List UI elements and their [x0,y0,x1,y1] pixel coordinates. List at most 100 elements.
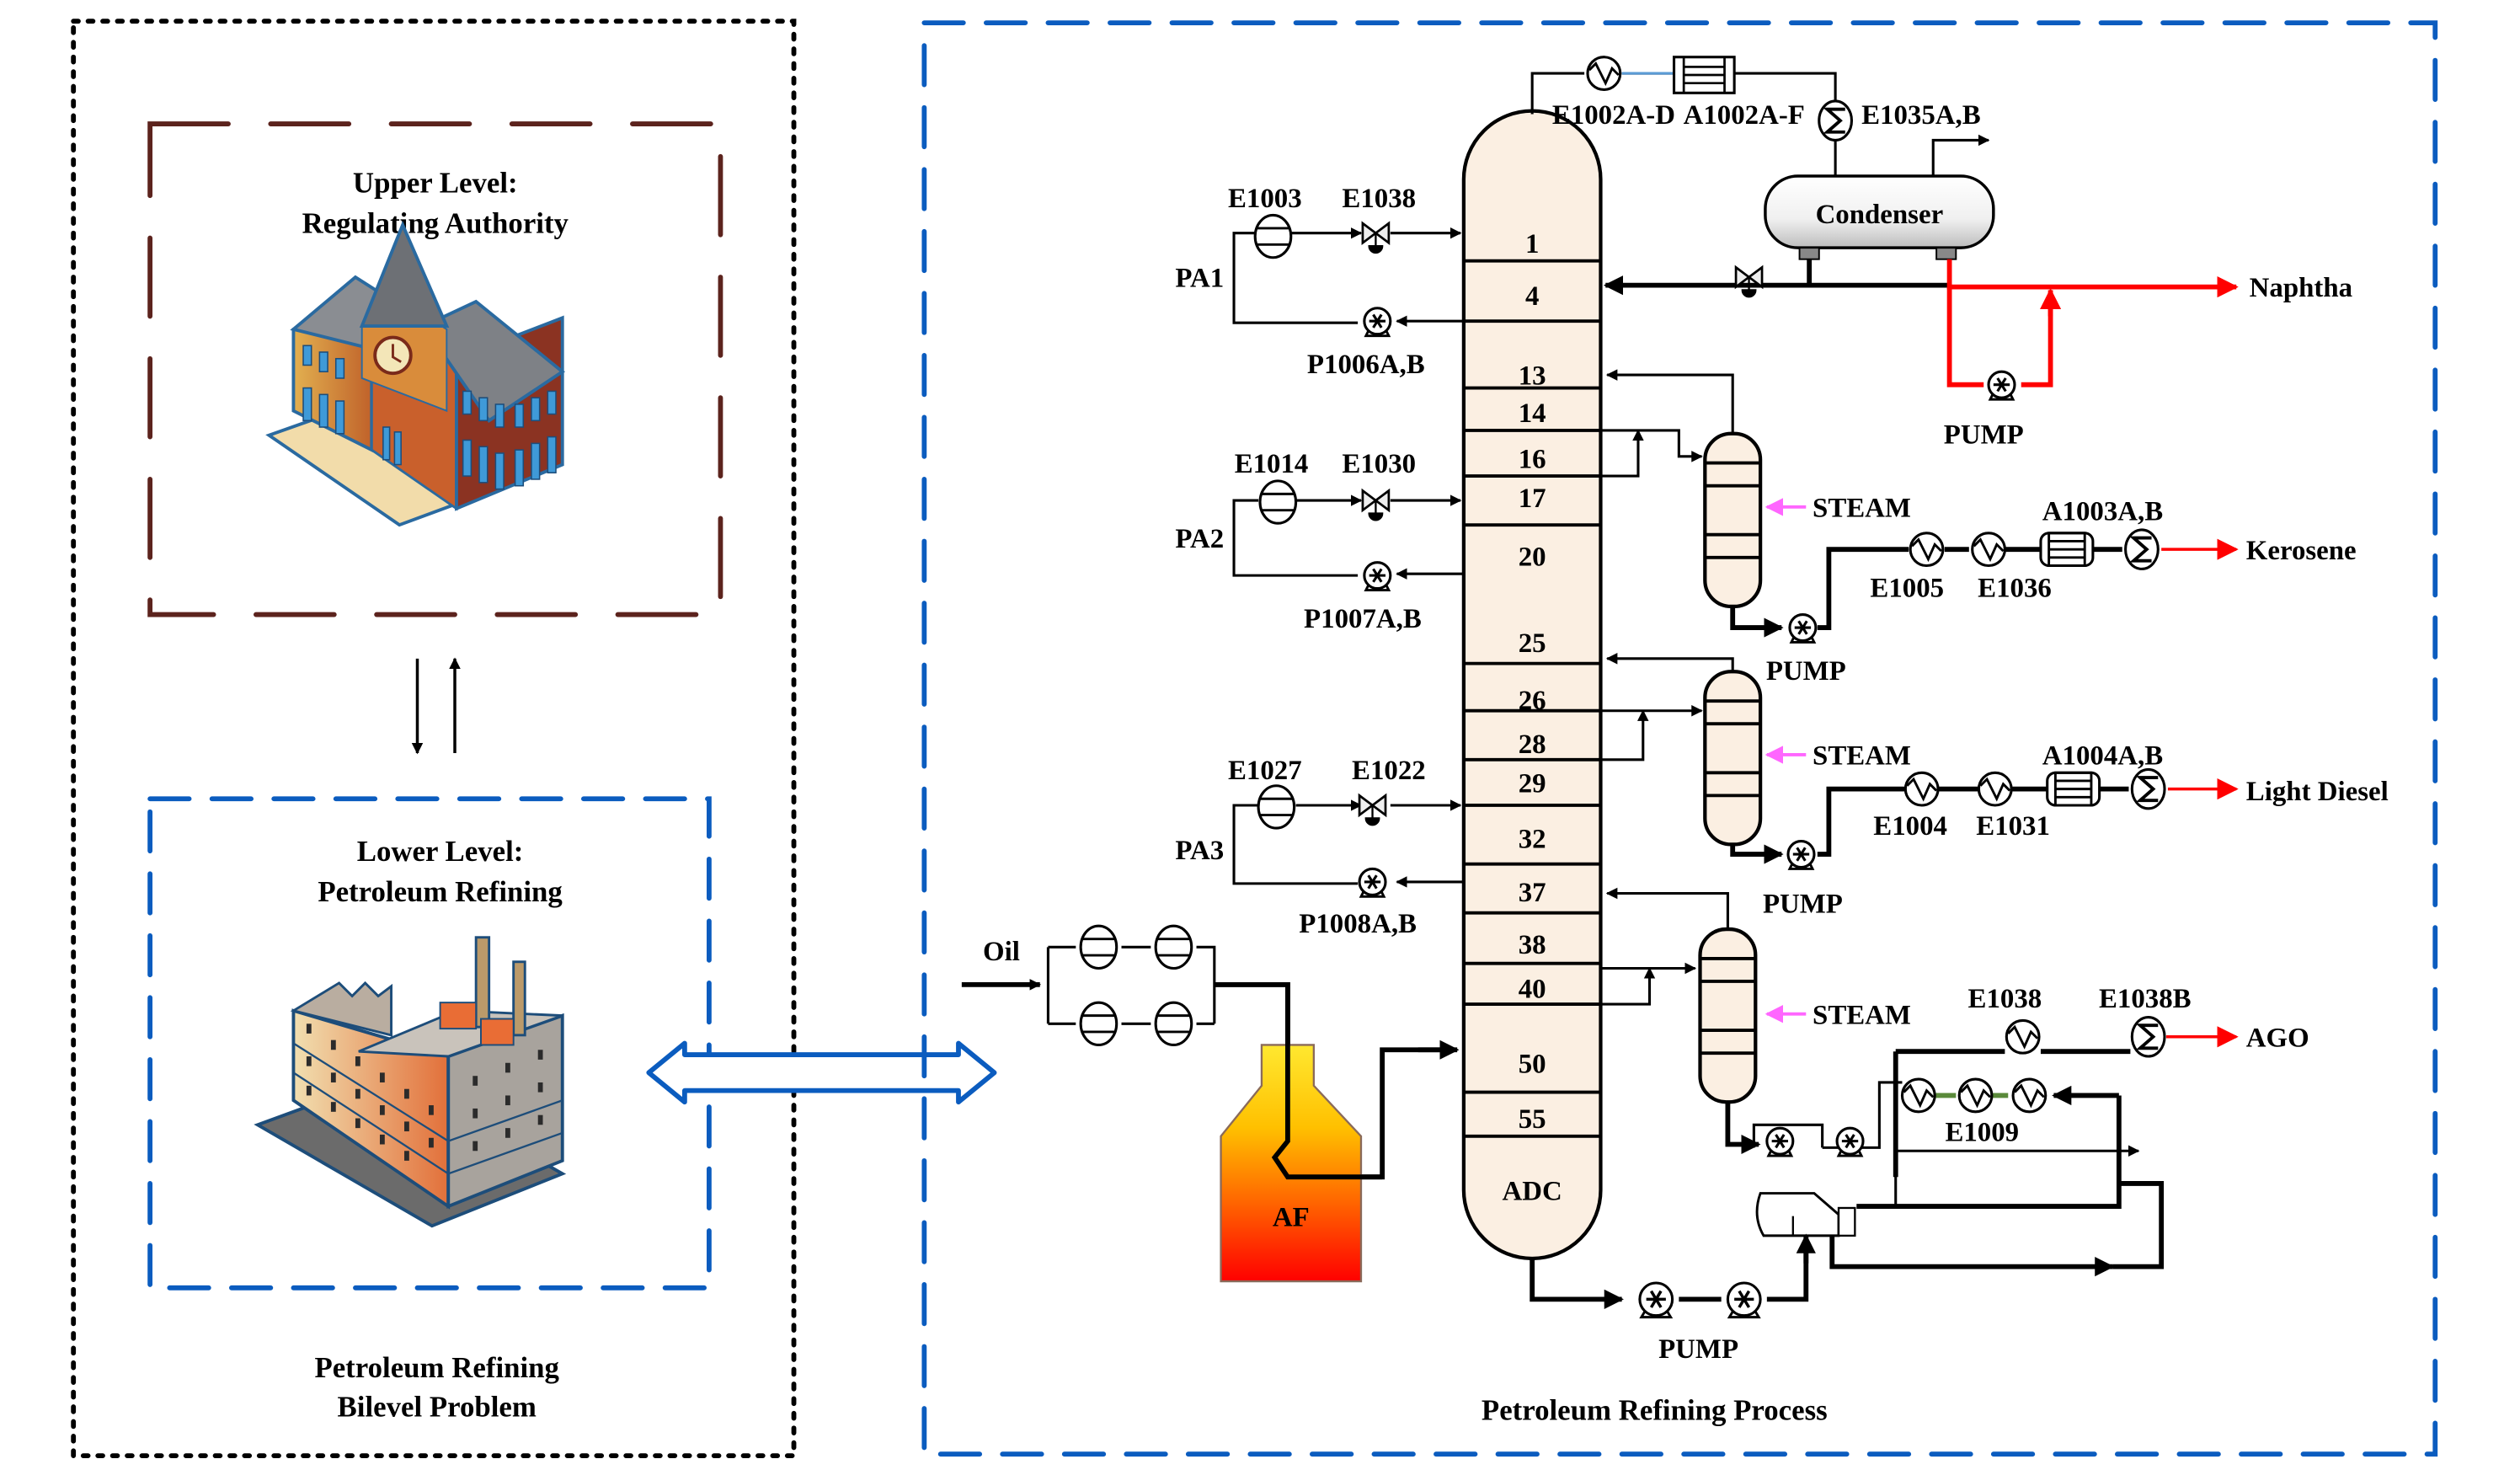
e1038b-cooler-icon [2130,1015,2166,1058]
e1002-exchanger-icon [1586,56,1622,91]
tray-label: 32 [1519,824,1546,854]
ago-stripper-piping [1600,887,2239,1277]
bidirectional-arrow [646,1040,997,1105]
a1003-label: A1003A,B [2042,496,2163,526]
tray-label: 50 [1519,1049,1546,1079]
e1038b-label: E1038B [2099,984,2192,1014]
ago-product-label: AGO [2246,1023,2309,1053]
steam-label: STEAM [1813,1000,1911,1030]
furnace [1214,981,1383,1283]
pumparound-pa1 [1232,227,1464,328]
lower-level-frame [147,796,712,1291]
upper-level-frame [147,121,723,617]
tray-label: 28 [1519,730,1546,760]
condenser-drum [1764,174,1995,260]
p1007-pump-icon [1363,561,1392,592]
p1008-label: P1008A,B [1299,909,1417,939]
e1014-cooler-icon [1258,479,1298,525]
naphtha-line [1946,259,2239,298]
lower-level-title: Lower Level: [357,835,524,868]
naphtha-pump-icon [1987,370,2016,401]
tray-label: 25 [1519,628,1546,659]
e1004-label: E1004 [1873,811,1947,842]
e1009-label: E1009 [1945,1118,2019,1148]
kerosene-pump-icon [1788,613,1818,644]
tray-label: 14 [1519,398,1546,429]
tray-label: 29 [1519,769,1546,799]
diesel-stripper-piping [1600,653,2239,864]
p1007-label: P1007A,B [1304,604,1422,634]
feed-label: Oil [983,937,1020,967]
tray-label: 4 [1525,281,1539,312]
pumparound-pa2 [1232,494,1464,580]
p1008-pump-icon [1358,867,1387,898]
bilevel-problem-frame [71,19,797,1459]
steam-label: STEAM [1813,493,1911,523]
steam-label: STEAM [1813,741,1911,772]
diesel-stripper-icon [1705,671,1760,844]
e1003-label: E1003 [1228,184,1302,214]
e1030-valve-icon [1361,489,1391,521]
naphtha-pump-label: PUMP [1944,420,2024,450]
e1031-exchanger-icon [1977,771,2013,807]
distillation-column [1461,109,1603,1261]
a1003-air-cooler-icon [2039,532,2095,568]
tray-label: 40 [1519,974,1546,1004]
e1038-label: E1038 [1342,184,1416,214]
tray-label: 26 [1519,686,1546,716]
reflux-valve-icon [1734,266,1764,298]
e1003-cooler-icon [1253,213,1293,259]
kerosene-stripper-piping [1600,369,2239,638]
e1036-label: E1036 [1978,573,2052,603]
kerosene-pump-label: PUMP [1766,656,1846,687]
pa3-label: PA3 [1175,836,1224,866]
bottoms-pump-label: PUMP [1658,1334,1738,1365]
e1038-valve-icon [1361,222,1391,254]
p1006-label: P1006A,B [1307,350,1425,380]
e1030-label: E1030 [1342,449,1416,479]
e1009-exchanger-2-icon [1957,1077,1994,1114]
e1014-label: E1014 [1235,449,1309,479]
preheat-exchanger-icons [1079,924,1193,1047]
tray-label: 55 [1519,1104,1546,1135]
e1035-label: E1035A,B [1861,100,1981,131]
upper-level-subtitle: Regulating Authority [302,207,569,240]
bottoms-pump-a-icon [1638,1281,1674,1319]
a1002-air-cooler-icon [1672,56,1736,94]
e1031-label: E1031 [1976,811,2050,842]
overhead-system [1530,72,1990,177]
e1005-exchanger-icon [1909,532,1945,568]
ago-pump-a-icon [1765,1126,1795,1157]
tray-label: 17 [1519,484,1546,514]
pa1-label: PA1 [1175,264,1224,294]
diesel-pump-icon [1786,840,1816,871]
bottoms-piping [1530,1233,1816,1309]
e1038-ago-label: E1038 [1968,984,2042,1014]
e1027-cooler-icon [1257,784,1296,830]
a1002-label: A1002A-F [1684,100,1805,131]
lower-level-subtitle: Petroleum Refining [318,875,563,908]
diesel-pump-label: PUMP [1763,890,1843,920]
a1004-air-cooler-icon [2046,771,2101,807]
tray-label: 37 [1519,878,1546,908]
e1009-exchanger-3-icon [2011,1077,2048,1114]
bottoms-pump-b-icon [1726,1281,1762,1319]
naphtha-pump-loop [1946,286,2053,387]
feed-preheat-train [961,945,1455,1180]
kerosene-product-label: Kerosene [2246,536,2357,566]
e1022-label: E1022 [1352,756,1426,786]
e1035-cooler-icon [1817,99,1854,142]
e1036-exchanger-icon [1971,532,2006,568]
bilevel-caption-line1: Petroleum Refining [314,1351,559,1384]
tray-label: 38 [1519,930,1546,960]
process-caption: Petroleum Refining Process [1482,1394,1828,1427]
condenser-label: Condenser [1816,200,1944,230]
diesel-cooler-icon [2130,767,2166,810]
e1038-ago-exchanger-icon [2005,1018,2041,1055]
government-building-icon [265,221,565,527]
e1004-exchanger-icon [1903,771,1940,807]
pa2-label: PA2 [1175,524,1224,554]
e1027-label: E1027 [1228,756,1302,786]
e1022-valve-icon [1358,794,1387,826]
